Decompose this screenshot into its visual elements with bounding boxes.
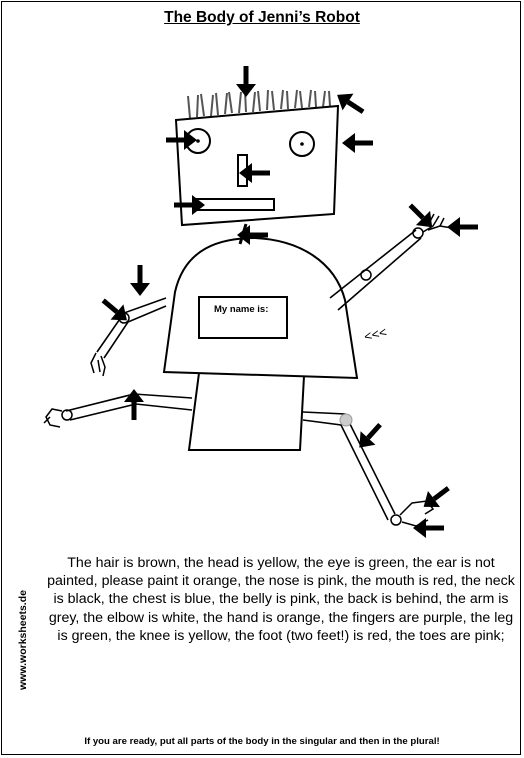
robot-mouth xyxy=(195,198,275,211)
side-credit: www.worksheets.de xyxy=(17,590,29,690)
name-tag-box xyxy=(198,296,288,339)
robot-hair xyxy=(187,89,331,119)
robot-belly xyxy=(187,372,305,451)
name-tag-label: My name is: xyxy=(214,304,269,315)
robot-right-arm xyxy=(329,229,422,311)
robot-head xyxy=(174,104,340,227)
instructions-text: The hair is brown, the head is yellow, t… xyxy=(47,555,515,644)
robot-drawing: <<< xyxy=(43,0,524,560)
robot-chest xyxy=(162,236,359,380)
footer-instruction: If you are ready, put all parts of the b… xyxy=(84,736,440,747)
worksheet-title: The Body of Jenni’s Robot xyxy=(164,9,360,26)
back-marker: <<< xyxy=(362,324,388,344)
robot-right-leg xyxy=(302,411,396,521)
robot-right-eye xyxy=(289,131,315,157)
